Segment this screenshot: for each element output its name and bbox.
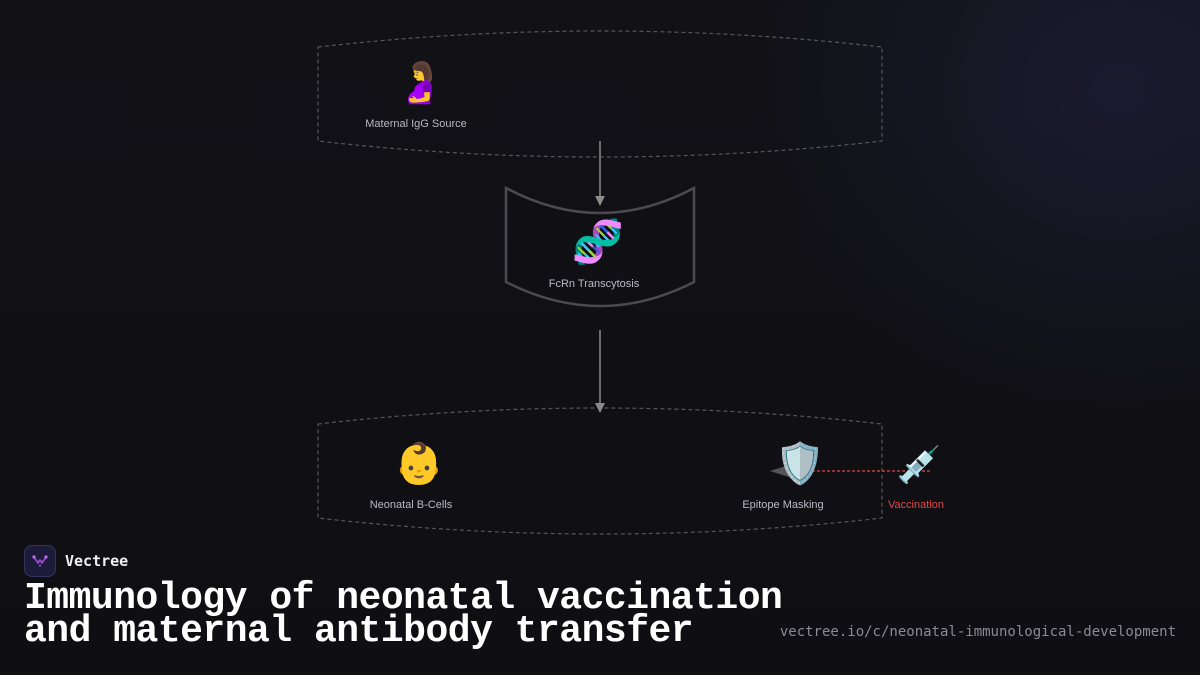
brand[interactable]: Vectree xyxy=(24,544,128,578)
node-vaccination[interactable]: 💉 Vaccination xyxy=(888,444,944,511)
baby-icon: 👶 xyxy=(394,440,444,487)
node-maternal-igg-source[interactable]: 🤰 Maternal IgG Source xyxy=(365,59,467,130)
node-fcrn-transcytosis[interactable]: 🧬 FcRn Transcytosis xyxy=(549,216,640,290)
dna-icon: 🧬 xyxy=(572,216,624,267)
brand-name: Vectree xyxy=(65,552,129,570)
maternal-group-container xyxy=(317,30,883,158)
edge-vaccination-arrowhead xyxy=(770,464,792,478)
syringe-icon: 💉 xyxy=(897,444,942,486)
node-epitope-masking[interactable]: 🛡️ Epitope Masking xyxy=(742,440,825,511)
vectree-logo-icon xyxy=(24,545,56,577)
node-neonatal-b-cells[interactable]: 👶 Neonatal B-Cells xyxy=(370,440,453,511)
title-line-2: and maternal antibody transfer xyxy=(24,610,694,653)
node-label-vaccination: Vaccination xyxy=(888,499,944,511)
shield-icon: 🛡️ xyxy=(775,440,825,487)
node-label-neonatal: Neonatal B-Cells xyxy=(370,499,453,511)
fcrn-transcytosis-shape[interactable] xyxy=(504,185,696,308)
neonatal-group-container xyxy=(317,407,883,535)
node-label-maternal: Maternal IgG Source xyxy=(365,118,467,130)
page-title: Immunology of neonatal vaccination and m… xyxy=(24,580,784,651)
title-line-1: Immunology of neonatal vaccination xyxy=(24,577,783,620)
node-label-fcrn: FcRn Transcytosis xyxy=(549,278,640,290)
pregnant-woman-icon: 🤰 xyxy=(395,59,445,106)
node-label-epitope: Epitope Masking xyxy=(742,499,823,511)
source-url-link[interactable]: vectree.io/c/neonatal-immunological-deve… xyxy=(779,624,1176,640)
